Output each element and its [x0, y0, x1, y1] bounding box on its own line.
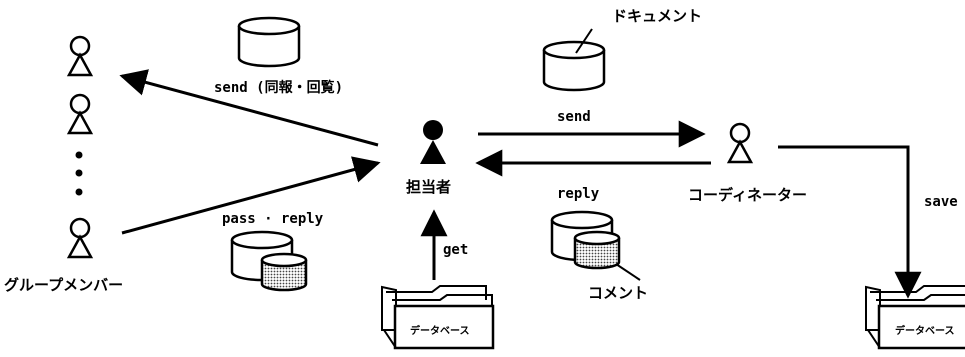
group-members: グループメンバー — [4, 35, 123, 294]
group-members-label: グループメンバー — [4, 276, 123, 294]
comment-label: コメント — [588, 284, 648, 302]
pass-reply-arrow — [121, 156, 381, 235]
document-label: ドキュメント — [612, 7, 702, 25]
comment-pointer-line — [615, 263, 641, 281]
send-label: send — [557, 109, 591, 125]
document-cylinder-top-right — [542, 40, 606, 92]
database-left-label: データベース — [410, 324, 470, 337]
member-icon — [67, 35, 93, 77]
document-with-comment-left — [230, 230, 308, 292]
person-in-charge-label: 担当者 — [406, 178, 451, 196]
database-left: データベース — [381, 285, 495, 350]
reply-label: reply — [557, 186, 600, 202]
member-icon — [67, 93, 93, 135]
database-right-label: データベース — [895, 324, 955, 337]
database-right: データベース — [865, 285, 965, 350]
send-broadcast-label: send (同報・回覧) — [214, 79, 343, 96]
document-cylinder-top-left — [237, 16, 301, 68]
save-arrow — [778, 145, 922, 299]
pass-reply-label: pass · reply — [222, 211, 324, 227]
person-in-charge-icon — [420, 120, 446, 164]
ellipsis-dot — [75, 169, 83, 177]
member-icon — [67, 217, 93, 259]
coordinator-icon — [727, 122, 753, 164]
document-pointer-line — [575, 28, 593, 54]
coordinator-label: コーディネーター — [688, 186, 807, 204]
save-label: save — [924, 194, 958, 210]
get-label: get — [443, 242, 468, 258]
document-with-comment-right — [550, 210, 621, 270]
ellipsis-dot — [75, 151, 83, 159]
send-broadcast-arrow — [119, 69, 379, 147]
ellipsis-dot — [75, 188, 83, 196]
